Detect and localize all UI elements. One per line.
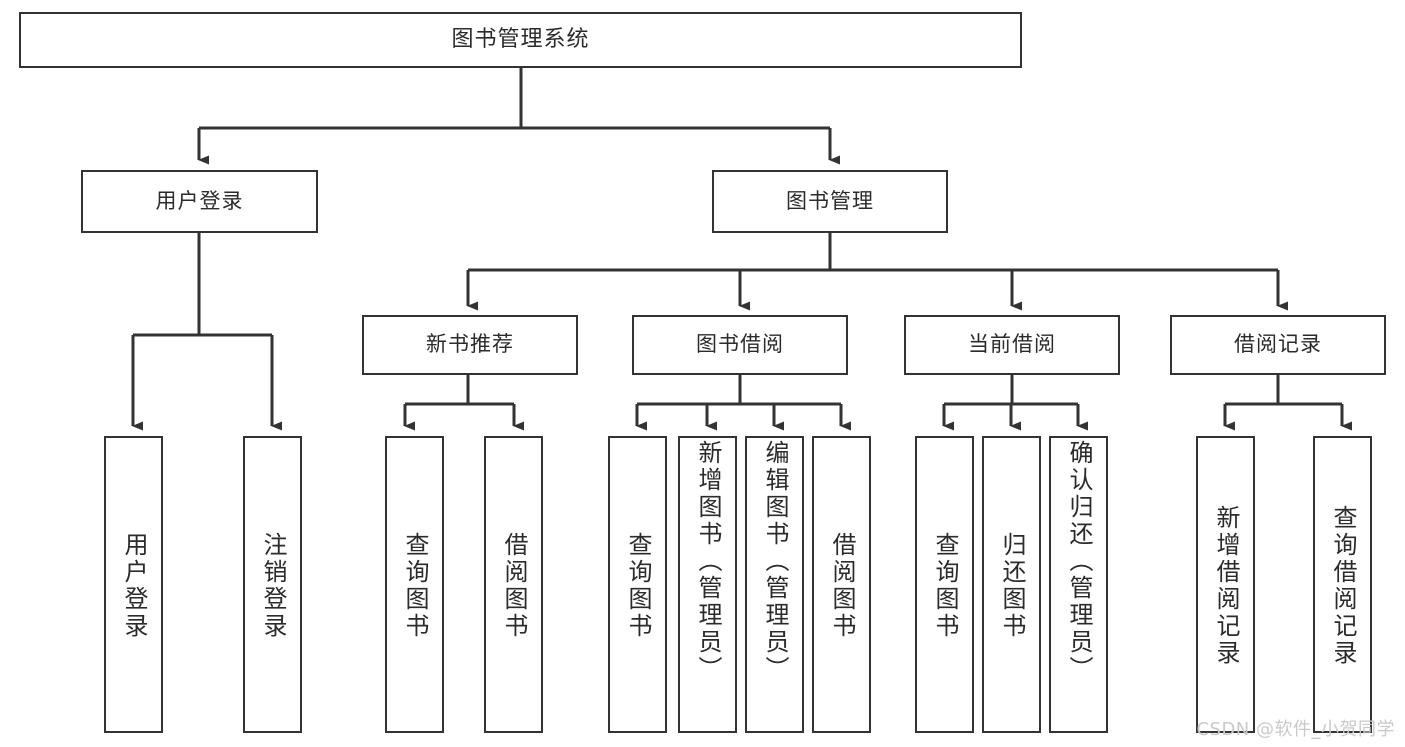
node-label: 当前借阅 xyxy=(968,332,1056,357)
node-label: 查询图书 xyxy=(623,531,652,640)
node-label: 查询图书 xyxy=(930,531,959,640)
node-label: 图书管理系统 xyxy=(451,26,590,52)
node-label: 图书借阅 xyxy=(696,332,784,357)
leaf-current-query-book[interactable]: 查询图书 xyxy=(915,436,974,733)
node-borrow-record[interactable]: 借阅记录 xyxy=(1170,315,1386,375)
watermark-text: CSDN @软件_小贺同学 xyxy=(1196,719,1395,740)
leaf-borrow-borrow-book[interactable]: 借阅图书 xyxy=(812,436,871,733)
node-label: 用户登录 xyxy=(119,531,148,640)
node-book-borrow[interactable]: 图书借阅 xyxy=(632,315,848,375)
node-new-book-recommend[interactable]: 新书推荐 xyxy=(362,315,578,375)
leaf-record-query-record[interactable]: 查询借阅记录 xyxy=(1313,436,1372,733)
leaf-record-add-record[interactable]: 新增借阅记录 xyxy=(1196,436,1255,733)
leaf-current-confirm-return-admin[interactable]: 确认归还（管理员） xyxy=(1049,436,1108,733)
node-label: 查询图书 xyxy=(400,531,429,640)
leaf-new-book-query[interactable]: 查询图书 xyxy=(385,436,444,733)
node-user-login[interactable]: 用户登录 xyxy=(81,170,318,233)
node-label: 借阅记录 xyxy=(1234,332,1322,357)
node-label: 图书管理 xyxy=(786,188,874,213)
node-root-system[interactable]: 图书管理系统 xyxy=(19,12,1022,68)
node-label: 查询借阅记录 xyxy=(1328,504,1357,667)
node-label: 新书推荐 xyxy=(426,332,514,357)
node-label: 确认归还（管理员） xyxy=(1064,440,1093,683)
leaf-borrow-query-book[interactable]: 查询图书 xyxy=(608,436,667,733)
node-label: 借阅图书 xyxy=(827,531,856,640)
node-label: 归还图书 xyxy=(997,531,1026,640)
node-current-borrow[interactable]: 当前借阅 xyxy=(904,315,1120,375)
node-label: 借阅图书 xyxy=(499,531,528,640)
node-label: 新增借阅记录 xyxy=(1211,504,1240,667)
leaf-new-book-borrow[interactable]: 借阅图书 xyxy=(484,436,543,733)
node-label: 注销登录 xyxy=(258,531,287,640)
node-label: 编辑图书（管理员） xyxy=(760,440,789,683)
node-book-management[interactable]: 图书管理 xyxy=(712,170,948,233)
leaf-current-return-book[interactable]: 归还图书 xyxy=(982,436,1041,733)
node-label: 新增图书（管理员） xyxy=(693,440,722,683)
node-label: 用户登录 xyxy=(155,188,244,213)
leaf-borrow-edit-book-admin[interactable]: 编辑图书（管理员） xyxy=(745,436,804,733)
leaf-user-login-signout[interactable]: 注销登录 xyxy=(243,436,302,733)
leaf-borrow-add-book-admin[interactable]: 新增图书（管理员） xyxy=(678,436,737,733)
leaf-user-login-signin[interactable]: 用户登录 xyxy=(104,436,163,733)
